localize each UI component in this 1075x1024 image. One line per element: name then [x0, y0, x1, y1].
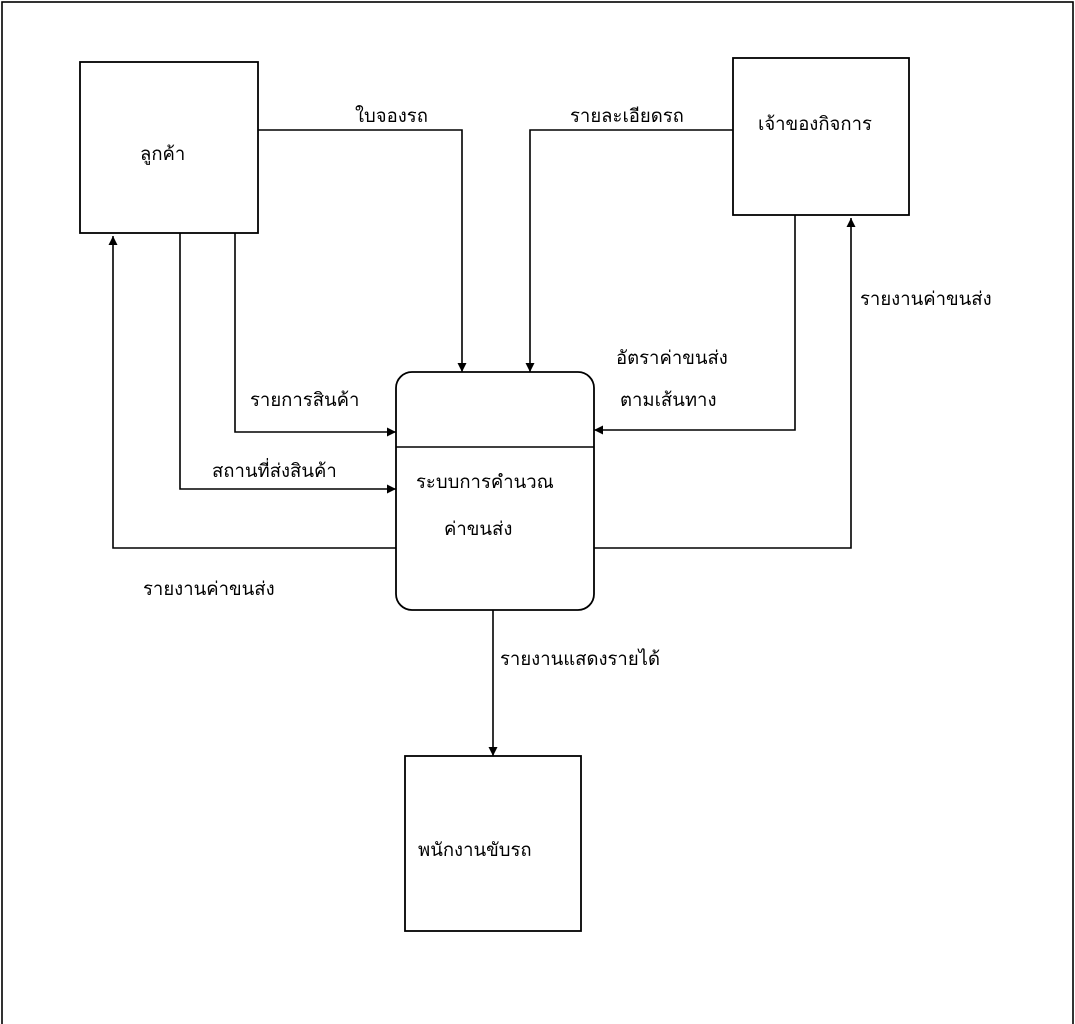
- flow-label-report-to-owner: รายงานค่าขนส่ง: [860, 289, 992, 310]
- entity-owner: เจ้าของกิจการ: [732, 57, 910, 216]
- flow-label-vehicle-details: รายละเอียดรถ: [570, 106, 684, 127]
- flow-label-income-report: รายงานแสดงรายได้: [500, 648, 660, 670]
- flow-product-list: [234, 233, 396, 437]
- flow-label-product-list: รายการสินค้า: [250, 390, 359, 411]
- flow-label-rate-line1: อัตราค่าขนส่ง: [616, 348, 728, 369]
- flow-label-rate-line2: ตามเส้นทาง: [620, 390, 716, 411]
- flow-label-report-to-customer: รายงานค่าขนส่ง: [143, 579, 275, 600]
- entity-driver: พนักงานขับรถ: [404, 755, 582, 932]
- flow-report-to-customer: [108, 236, 396, 549]
- flow-label-booking: ใบจองรถ: [355, 105, 428, 127]
- entity-owner-label: เจ้าของกิจการ: [758, 114, 872, 135]
- flow-delivery-location: [179, 233, 396, 494]
- entity-customer: ลูกค้า: [79, 61, 259, 234]
- entity-customer-label: ลูกค้า: [140, 144, 185, 165]
- entity-driver-label: พนักงานขับรถ: [418, 840, 532, 861]
- process-shipping-cost-calculation: ระบบการคำนวณ ค่าขนส่ง: [395, 371, 595, 611]
- flow-label-delivery-location: สถานที่ส่งสินค้า: [212, 458, 337, 482]
- flow-booking: [258, 129, 467, 372]
- flow-vehicle-details: [525, 129, 733, 372]
- flow-report-to-owner: [594, 218, 856, 549]
- flow-rate-by-route: [594, 215, 796, 435]
- process-label-line2: ค่าขนส่ง: [444, 519, 512, 540]
- process-label-line1: ระบบการคำนวณ: [416, 472, 554, 493]
